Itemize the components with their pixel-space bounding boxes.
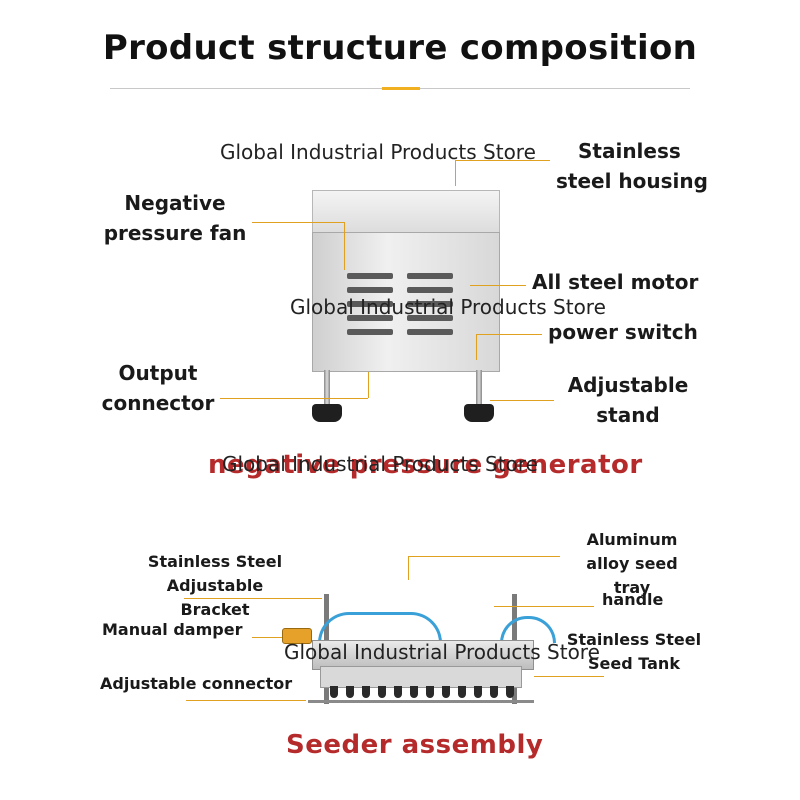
label-line: Stainless [578, 139, 681, 163]
title-divider-accent [382, 87, 420, 90]
seed-nozzle [506, 686, 514, 698]
stand-leg [324, 370, 330, 406]
stand-foot [464, 404, 494, 422]
label-line: Adjustable Bracket [166, 576, 264, 619]
label-adjustable-connector: Adjustable connector [100, 674, 293, 693]
generator-housing-top [312, 190, 500, 233]
label-line: Negative [124, 191, 226, 215]
label-power-switch: power switch [548, 320, 698, 344]
seed-nozzle [362, 686, 370, 698]
air-hose [318, 612, 442, 643]
leader-line [534, 676, 604, 677]
seeder-caption: Seeder assembly [286, 730, 544, 760]
generator-caption: negative pressure generator [208, 450, 643, 480]
vent-slot [407, 329, 453, 335]
label-negative-pressure-fan: Negative pressure fan [100, 188, 250, 248]
watermark-text: Global Industrial Products Store [290, 295, 606, 319]
seed-nozzle [442, 686, 450, 698]
base-rail [308, 700, 534, 703]
label-line: Stainless Steel [147, 552, 283, 571]
leader-line [476, 334, 542, 335]
label-line: pressure fan [103, 221, 247, 245]
manual-damper-valve [282, 628, 312, 644]
label-all-steel-motor: All steel motor [532, 270, 699, 294]
seed-nozzle [426, 686, 434, 698]
leader-line [476, 334, 477, 360]
label-seed-tank: Stainless Steel Seed Tank [566, 628, 702, 676]
seed-nozzle [330, 686, 338, 698]
leader-line [184, 598, 322, 599]
seed-nozzle [346, 686, 354, 698]
leader-line [220, 398, 368, 399]
leader-line [368, 372, 369, 398]
label-line: connector [101, 391, 215, 415]
vent-slot [407, 315, 453, 321]
stand-foot [312, 404, 342, 422]
leader-line [408, 556, 560, 557]
air-hose [500, 616, 556, 643]
seed-nozzle [458, 686, 466, 698]
label-seed-tray: Aluminum alloy seed tray [566, 528, 698, 600]
label-adjustable-bracket: Stainless Steel Adjustable Bracket [130, 550, 300, 622]
leader-line [252, 637, 282, 638]
vent-slot [407, 273, 453, 279]
vent-slot [347, 329, 393, 335]
leader-line [455, 160, 550, 161]
label-stainless-housing: Stainless steel housing [556, 136, 708, 196]
vent-slot [347, 301, 393, 307]
label-line: Output [118, 361, 198, 385]
label-line: Stainless Steel [566, 630, 702, 649]
leader-line [470, 285, 526, 286]
vent-slot [347, 287, 393, 293]
watermark-text: Global Industrial Products Store [284, 640, 600, 664]
label-handle: handle [602, 590, 664, 609]
label-line: steel housing [556, 169, 708, 193]
label-line: Adjustable [567, 373, 689, 397]
label-adjustable-stand: Adjustable stand [560, 370, 696, 430]
seed-tank [320, 666, 522, 688]
seed-nozzle [394, 686, 402, 698]
seed-tray [312, 640, 534, 670]
watermark-text: Global Industrial Products Store [222, 452, 538, 476]
label-line: stand [596, 403, 660, 427]
leader-line [408, 556, 409, 580]
leader-line [252, 222, 344, 223]
nozzle-row [330, 686, 520, 698]
label-output-connector: Output connector [98, 358, 218, 418]
leader-line [490, 400, 554, 401]
leader-line [344, 222, 345, 270]
leader-line [455, 160, 456, 186]
leader-line [186, 700, 306, 701]
label-manual-damper: Manual damper [102, 620, 243, 639]
seed-nozzle [410, 686, 418, 698]
vent-slot [407, 287, 453, 293]
label-line: Aluminum [586, 530, 678, 549]
leader-line [494, 606, 594, 607]
stand-leg [476, 370, 482, 406]
vent-slot [407, 301, 453, 307]
seed-nozzle [378, 686, 386, 698]
seed-nozzle [490, 686, 498, 698]
label-line: alloy seed tray [586, 554, 678, 597]
watermark-text: Global Industrial Products Store [220, 140, 536, 164]
page-title: Product structure composition [102, 28, 698, 68]
generator-housing-front [312, 232, 500, 372]
vent-slot [347, 273, 393, 279]
seed-nozzle [474, 686, 482, 698]
vent-slot [347, 315, 393, 321]
label-line: Seed Tank [588, 654, 680, 673]
